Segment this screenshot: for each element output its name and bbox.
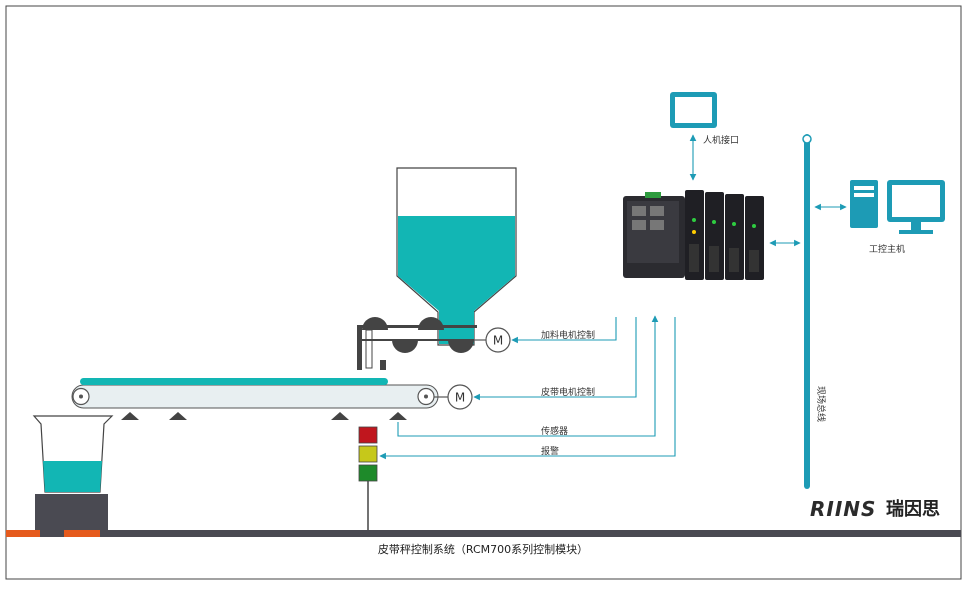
feed-motor-control-label: 加料电机控制 bbox=[541, 329, 595, 341]
feed-motor: M bbox=[474, 327, 511, 353]
receiving-bin bbox=[32, 415, 114, 530]
signal-lines bbox=[379, 134, 847, 460]
hmi-label: 人机接口 bbox=[703, 134, 739, 146]
field-bus-label: 现场总线 bbox=[815, 386, 827, 422]
feed-hopper bbox=[396, 167, 517, 346]
diagram-caption: 皮带秤控制系统（RCM700系列控制模块） bbox=[378, 542, 588, 556]
frame-border bbox=[5, 5, 962, 580]
alarm-label: 报警 bbox=[541, 445, 559, 457]
rcm700-controller-icon bbox=[623, 190, 764, 280]
ipc-computer-icon bbox=[850, 180, 945, 234]
alarm-stack-light bbox=[358, 426, 378, 530]
hmi-monitor-icon bbox=[670, 92, 717, 128]
conveyor-belt bbox=[71, 378, 439, 409]
sensor-label: 传感器 bbox=[541, 425, 568, 437]
feed-motor-label: M bbox=[493, 334, 503, 348]
ground-bar bbox=[6, 530, 961, 537]
field-bus bbox=[802, 134, 812, 489]
ipc-label: 工控主机 bbox=[869, 243, 905, 255]
brand-name: 瑞因思 bbox=[886, 499, 940, 520]
belt-motor-control-label: 皮带电机控制 bbox=[541, 386, 595, 398]
belt-motor-label: M bbox=[455, 391, 465, 405]
idler-supports bbox=[121, 412, 407, 420]
brand-logo: RIINS 瑞因思 bbox=[810, 497, 940, 521]
feeder-unit bbox=[357, 317, 477, 370]
belt-motor: M bbox=[434, 384, 473, 410]
brand-logo-text: RIINS bbox=[810, 497, 876, 521]
